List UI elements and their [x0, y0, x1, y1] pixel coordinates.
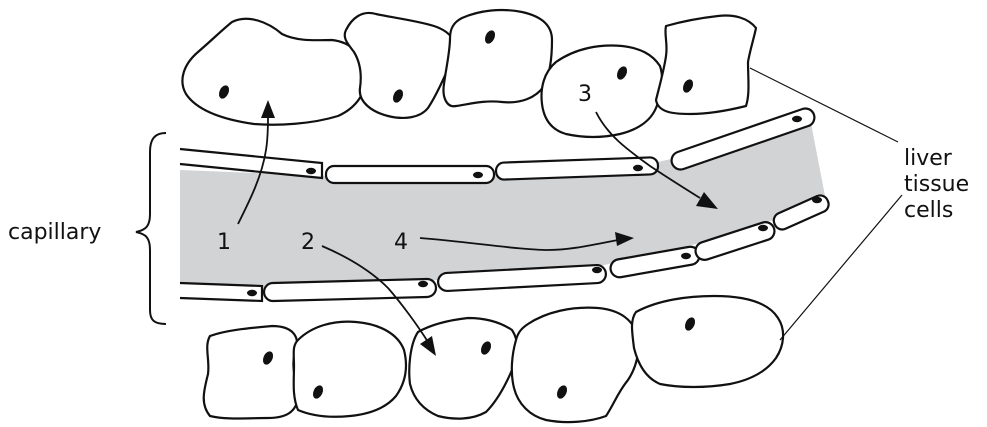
number-1: 1 — [217, 230, 231, 255]
number-3: 3 — [578, 82, 592, 107]
capillary-brace — [136, 133, 166, 324]
liver-label-line-3: cells — [904, 198, 953, 223]
number-2: 2 — [301, 230, 315, 255]
liver-label-line-1: liver — [904, 146, 953, 171]
number-4: 4 — [394, 230, 408, 255]
liver-cells-bottom — [204, 296, 783, 422]
capillary-label: capillary — [8, 220, 101, 245]
liver-label-line-2: tissue — [904, 172, 969, 197]
